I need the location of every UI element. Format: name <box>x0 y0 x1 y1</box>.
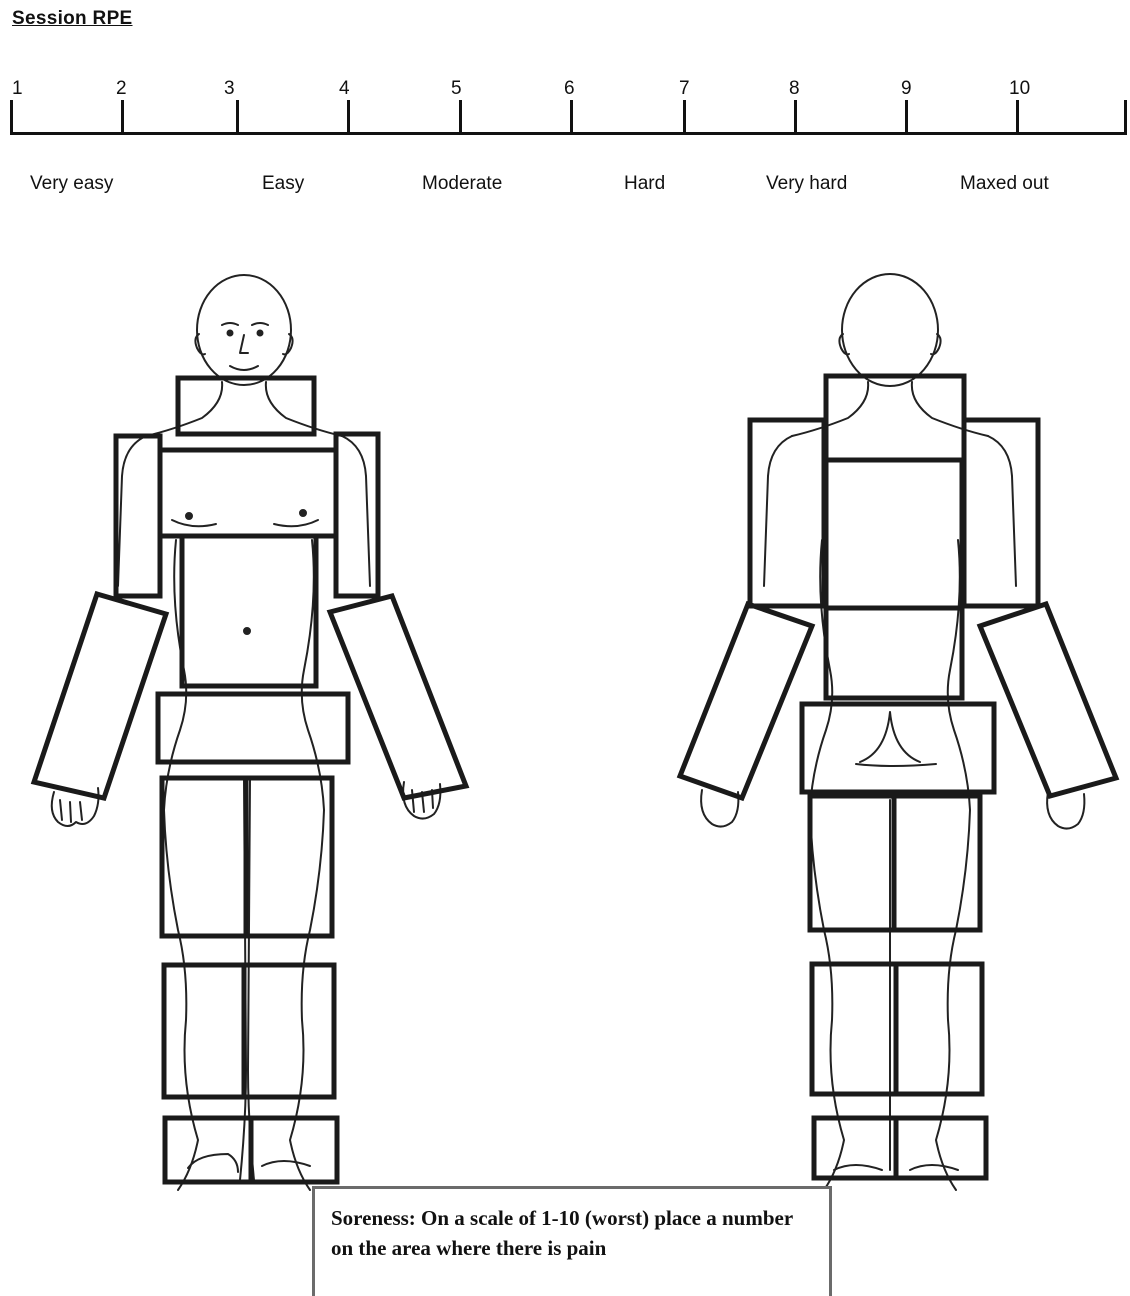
region-front-right-upper-arm[interactable] <box>336 434 378 596</box>
region-back-left-upper-arm[interactable] <box>750 420 824 606</box>
region-back-left-hamstring[interactable] <box>810 796 894 930</box>
region-back-right-upper-arm[interactable] <box>964 420 1038 606</box>
region-front-right-shin[interactable] <box>244 965 334 1097</box>
region-back-lower-back[interactable] <box>826 608 962 698</box>
region-back-right-calf[interactable] <box>896 964 982 1094</box>
human-body-back-icon <box>701 274 1084 1190</box>
region-front-abdomen[interactable] <box>182 536 316 686</box>
region-back-glutes[interactable] <box>802 704 994 792</box>
region-front-left-shin[interactable] <box>164 965 244 1097</box>
back-body-regions <box>680 376 1116 1178</box>
region-front-neck[interactable] <box>178 378 314 434</box>
region-front-right-thigh[interactable] <box>246 778 332 936</box>
region-back-left-heel[interactable] <box>814 1118 896 1178</box>
soreness-instructions: Soreness: On a scale of 1-10 (worst) pla… <box>312 1186 832 1296</box>
region-back-upper-back[interactable] <box>826 460 962 608</box>
region-front-left-upper-arm[interactable] <box>116 436 160 596</box>
region-back-left-calf[interactable] <box>812 964 896 1094</box>
region-back-right-forearm[interactable] <box>980 604 1116 796</box>
front-body-regions <box>34 378 466 1182</box>
region-back-right-heel[interactable] <box>896 1118 986 1178</box>
region-back-left-forearm[interactable] <box>680 604 812 798</box>
region-front-left-forearm[interactable] <box>34 594 166 798</box>
